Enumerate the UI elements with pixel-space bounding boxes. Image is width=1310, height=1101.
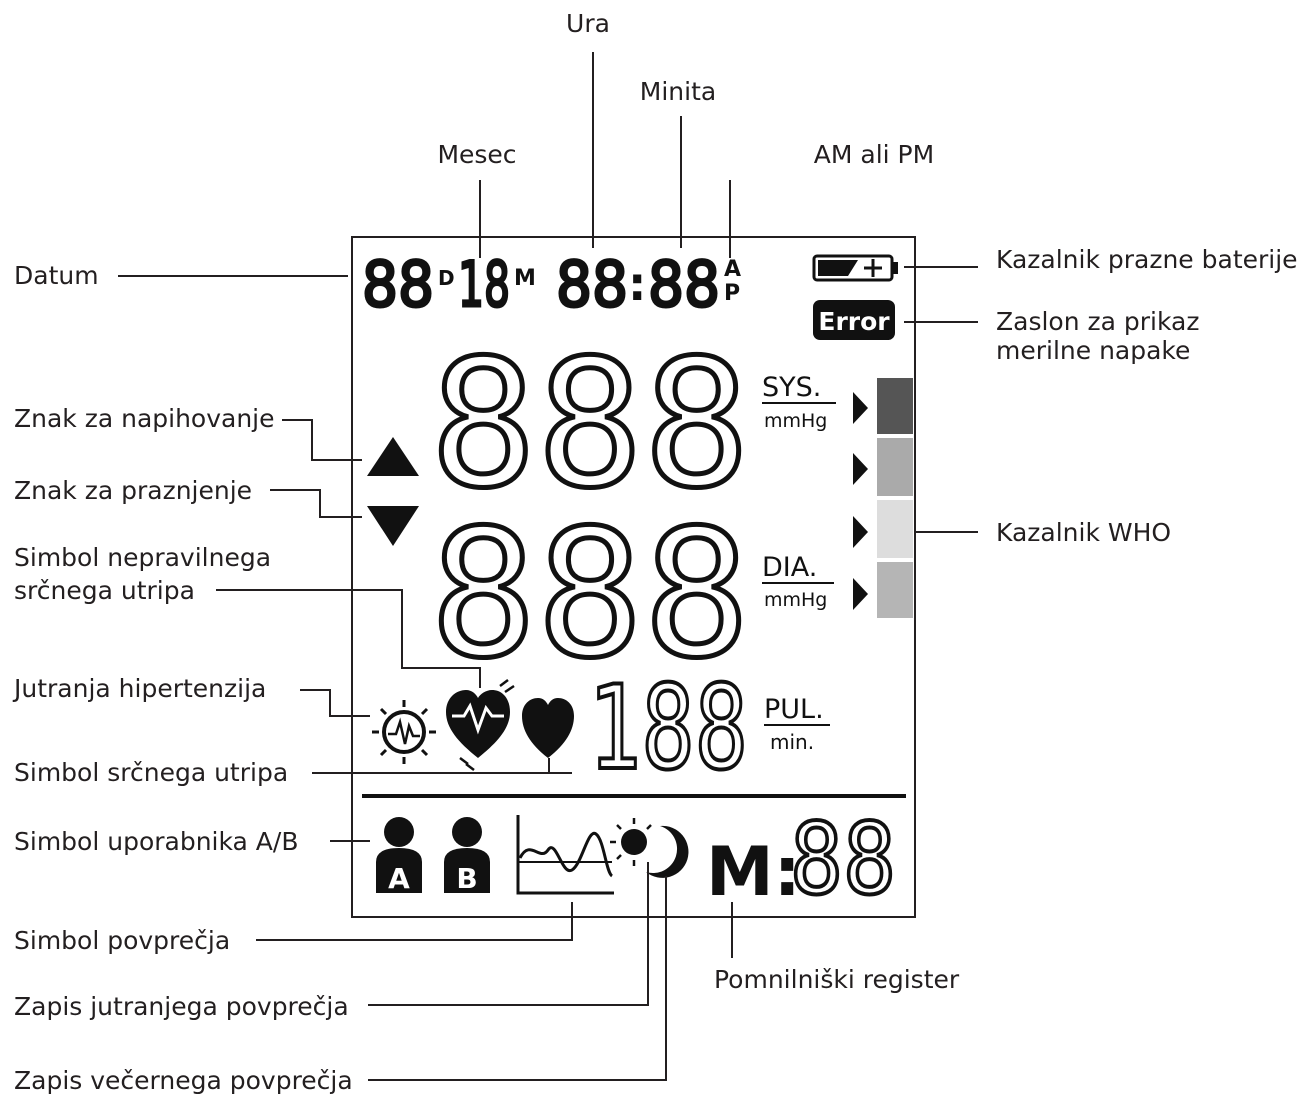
label-minita: Minita [640,77,716,106]
who-bar-2 [877,438,913,496]
label-morning-avg: Zapis jutranjega povprečja [14,992,349,1021]
who-pointer-icon [853,578,868,610]
label-heartbeat: Simbol srčnega utripa [14,758,288,787]
label-who: Kazalnik WHO [996,518,1171,547]
label-error-2: merilne napake [996,336,1190,365]
sys-unit: mmHg [764,410,827,432]
inflate-arrow-icon [367,437,419,476]
date-digits: 88 [362,248,434,321]
am-marker: A [724,257,741,282]
time-hours: 88 [556,248,628,321]
label-morning-hyper: Jutranja hipertenzija [12,674,266,703]
label-ura: Ura [566,9,610,38]
heart-icon [522,698,574,758]
who-indicator [853,378,913,618]
memory-prefix: M: [706,833,801,912]
leader-morning-hyper [300,689,370,717]
pul-unit: min. [770,730,814,754]
dia-unit: mmHg [764,589,827,611]
error-badge-text: Error [818,307,890,336]
leader-inflate [282,419,362,461]
who-pointer-icon [853,516,868,548]
label-battery: Kazalnik prazne baterije [996,245,1298,274]
who-pointer-icon [853,453,868,485]
label-average: Simbol povprečja [14,926,230,955]
sun-moon-icon [610,818,689,878]
average-chart-icon [516,815,614,895]
leader-morning-avg [368,862,649,1006]
user-a-letter: A [388,862,410,895]
memory-digits: 88 [790,803,896,917]
battery-icon [812,254,898,282]
error-badge: Error [813,300,895,340]
who-pointer-icon [853,392,868,424]
date-d-marker: D [438,266,455,290]
sys-digits: 888 [430,322,750,527]
month-m-marker: M [514,266,536,291]
who-bar-3 [877,500,913,558]
leader-deflate [270,489,362,518]
label-inflate: Znak za napihovanje [14,404,275,433]
user-b-letter: B [456,862,477,895]
pm-marker: P [724,281,740,306]
label-deflate: Znak za praznjenje [14,476,252,505]
label-mesec: Mesec [437,140,516,169]
label-error-1: Zaslon za prikaz [996,307,1199,336]
pul-digits: 188 [588,661,748,796]
leader-average [256,902,573,941]
label-irregular-2: srčnega utripa [14,576,195,605]
leader-evening-avg [368,876,667,1081]
label-irregular-1: Simbol nepravilnega [14,543,271,572]
label-am-pm: AM ali PM [814,140,934,169]
label-memory: Pomnilniški register [714,965,960,994]
label-datum: Datum [14,261,99,290]
dia-label: DIA. [762,552,817,583]
leader-irregular [216,589,481,688]
time-colon: : [628,257,646,311]
morning-sun-icon [372,700,436,764]
who-bar-1 [877,378,913,434]
time-minutes: 88 [648,248,720,321]
deflate-arrow-icon [367,506,419,546]
month-digits: 18 [458,248,510,321]
label-evening-avg: Zapis večernega povprečja [14,1066,353,1095]
who-bar-4 [877,562,913,618]
irregular-heartbeat-icon [446,679,515,771]
user-a-icon: A [376,817,422,895]
lcd-frame [351,236,916,918]
pul-label: PUL. [764,694,824,725]
dia-digits: 888 [430,492,750,697]
sys-label: SYS. [762,372,821,403]
label-user-ab: Simbol uporabnika A/B [14,827,298,856]
user-b-icon: B [444,817,490,895]
